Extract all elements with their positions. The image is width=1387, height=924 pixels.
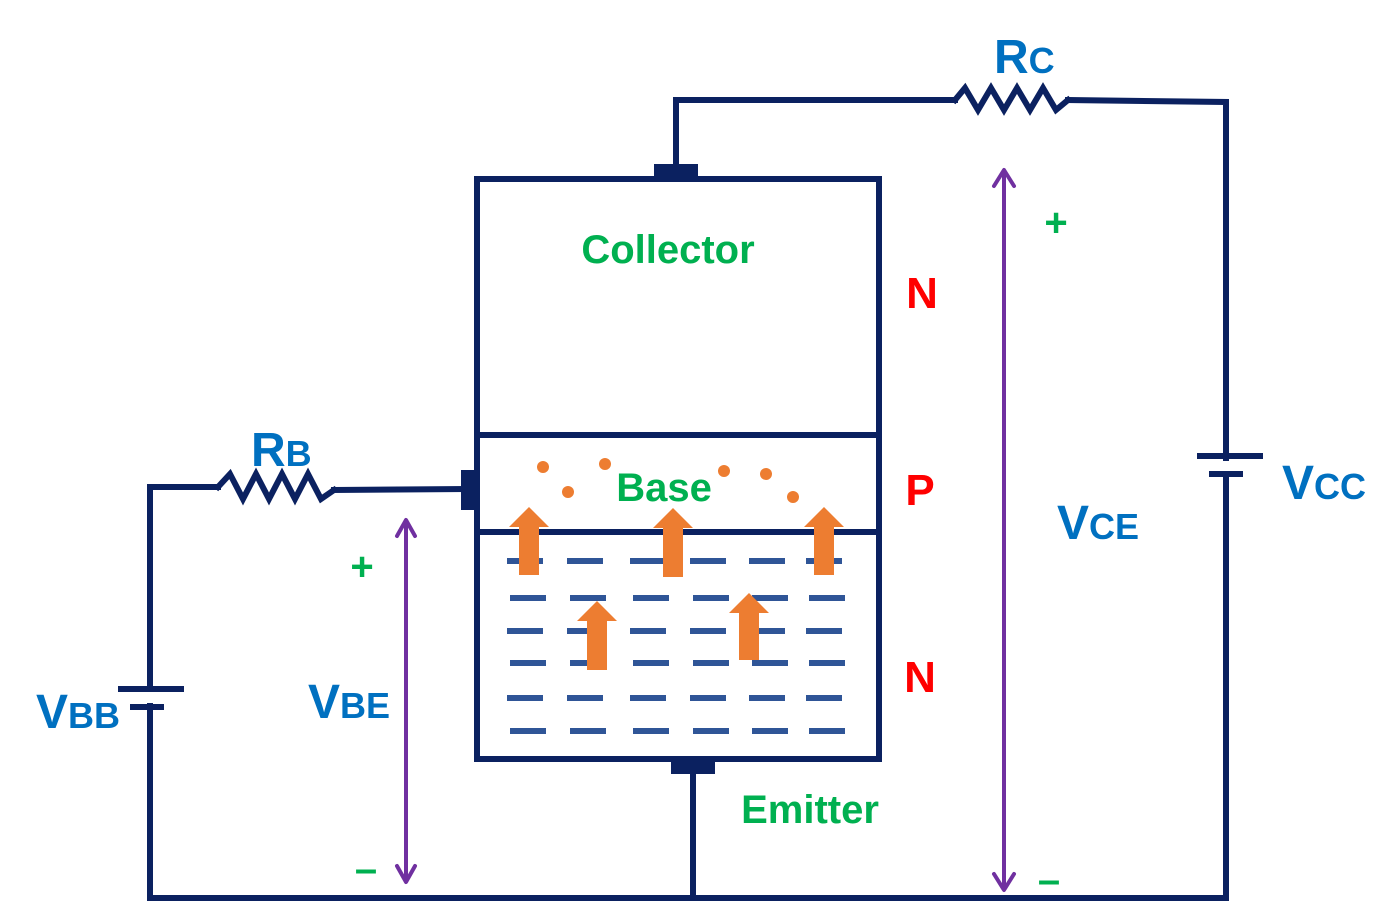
base-terminal bbox=[461, 470, 477, 510]
hole-dot bbox=[787, 491, 799, 503]
collector-wire bbox=[673, 97, 958, 171]
injection-arrow bbox=[729, 593, 769, 660]
vbe-minus-sign: – bbox=[355, 847, 377, 891]
vce-plus-sign: + bbox=[1044, 201, 1067, 245]
rc-label-main: R bbox=[994, 31, 1029, 84]
vbe-label-sub: BE bbox=[340, 685, 390, 726]
rb-resistor-zigzag bbox=[213, 467, 339, 506]
collector-region bbox=[474, 176, 882, 438]
vce-label-sub: CE bbox=[1089, 506, 1139, 547]
vbe-label-main: V bbox=[308, 676, 340, 729]
base-wire bbox=[330, 485, 469, 494]
rb-label-sub: B bbox=[286, 433, 312, 474]
collector-doping-label: N bbox=[906, 269, 938, 318]
hole-dot bbox=[718, 465, 730, 477]
vcc-label-main: V bbox=[1282, 457, 1314, 510]
vce-minus-sign: – bbox=[1038, 858, 1060, 902]
vcc-label-sub: CC bbox=[1314, 466, 1366, 507]
rc-label-sub: C bbox=[1029, 40, 1055, 81]
hole-dot bbox=[760, 468, 772, 480]
collector-terminal bbox=[654, 164, 698, 179]
rc-label: RC bbox=[994, 31, 1055, 84]
vce-arrow bbox=[992, 168, 1016, 892]
base-label: Base bbox=[616, 466, 712, 510]
vbe-label: VBE bbox=[308, 676, 390, 729]
vce-label: VCE bbox=[1057, 497, 1139, 550]
hole-dot bbox=[537, 461, 549, 473]
hole-dot bbox=[562, 486, 574, 498]
vbb-label-sub: BB bbox=[68, 695, 120, 736]
vcc-label: VCC bbox=[1282, 457, 1366, 510]
vbb-label-main: V bbox=[36, 686, 68, 739]
vbe-plus-sign: + bbox=[350, 545, 373, 589]
rb-label: RB bbox=[251, 424, 312, 477]
vbe-arrow bbox=[395, 518, 417, 884]
injection-arrow bbox=[804, 507, 844, 575]
vcc-positive-wire bbox=[1064, 96, 1229, 461]
emitter-terminal bbox=[671, 759, 715, 774]
rc-resistor-zigzag bbox=[950, 82, 1073, 116]
emitter-doping-label: N bbox=[904, 653, 936, 702]
electron-injection-arrows bbox=[509, 507, 844, 670]
circuit-wires bbox=[147, 82, 1229, 901]
vbb-positive-wire bbox=[147, 484, 221, 692]
electron-dashes bbox=[507, 558, 845, 734]
vbb-battery bbox=[118, 686, 184, 710]
injection-arrow bbox=[653, 508, 693, 577]
hole-dot bbox=[599, 458, 611, 470]
vce-label-main: V bbox=[1057, 497, 1089, 550]
vbb-label: VBB bbox=[36, 686, 120, 739]
rb-label-main: R bbox=[251, 424, 286, 477]
base-doping-label: P bbox=[905, 466, 934, 515]
vcc-negative-wire bbox=[147, 471, 1229, 901]
injection-arrow bbox=[577, 601, 617, 670]
vcc-battery bbox=[1197, 453, 1263, 477]
injection-arrow bbox=[509, 507, 549, 575]
base-holes bbox=[537, 458, 799, 503]
emitter-label: Emitter bbox=[741, 788, 879, 832]
collector-label: Collector bbox=[581, 228, 754, 272]
